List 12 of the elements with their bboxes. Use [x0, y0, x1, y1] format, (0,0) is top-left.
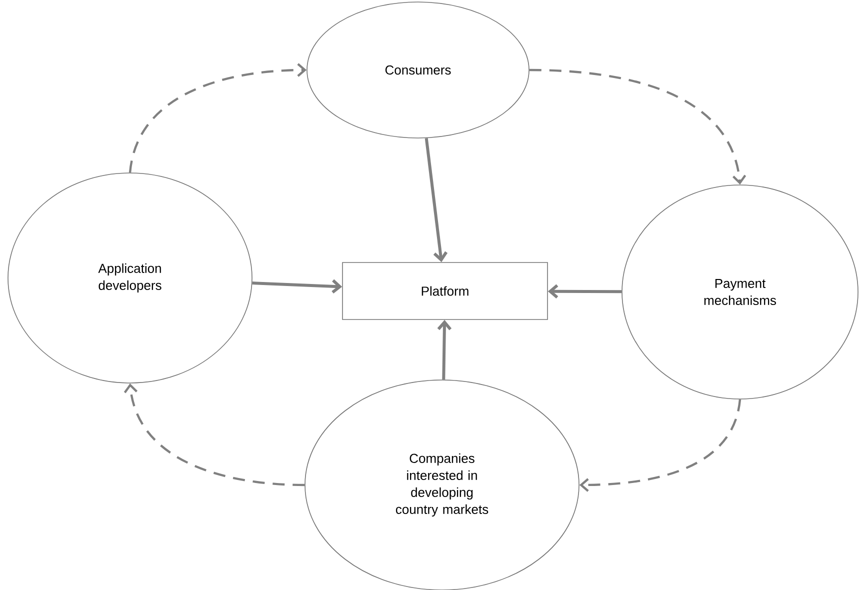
arrow: [252, 279, 342, 294]
dashed-arrow: [124, 383, 305, 486]
arrow: [437, 320, 452, 380]
ellipse-node: Payment mechanisms: [622, 184, 858, 400]
dashed-arrow: [579, 399, 742, 492]
ellipse-node: Consumers: [306, 2, 530, 138]
dashed-arrow: [529, 68, 746, 185]
arrow: [548, 284, 622, 299]
ellipse-node: Application developers: [8, 172, 252, 384]
dashed-arrow: [128, 63, 307, 173]
arrow: [424, 138, 448, 262]
process-box: Platform: [342, 262, 548, 320]
